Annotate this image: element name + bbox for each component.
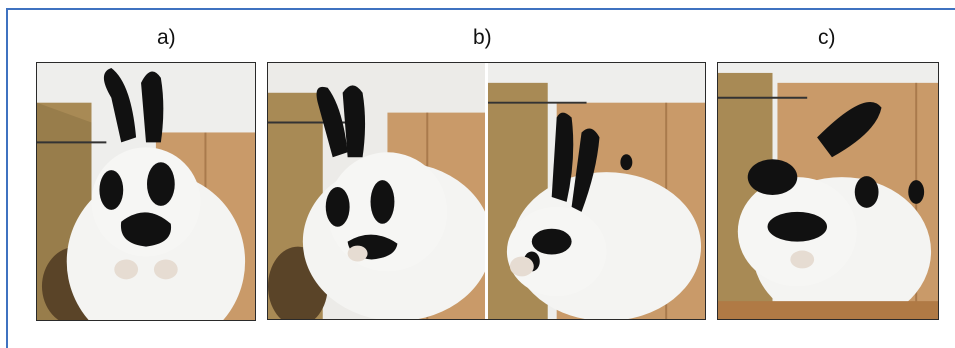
photo-a [36,62,256,321]
photo-c [717,62,939,320]
photo-b [267,62,706,320]
figure-frame [6,8,955,348]
panel-label-c: c) [818,26,836,49]
panel-label-b: b) [473,26,492,49]
panel-label-a: a) [157,26,176,49]
